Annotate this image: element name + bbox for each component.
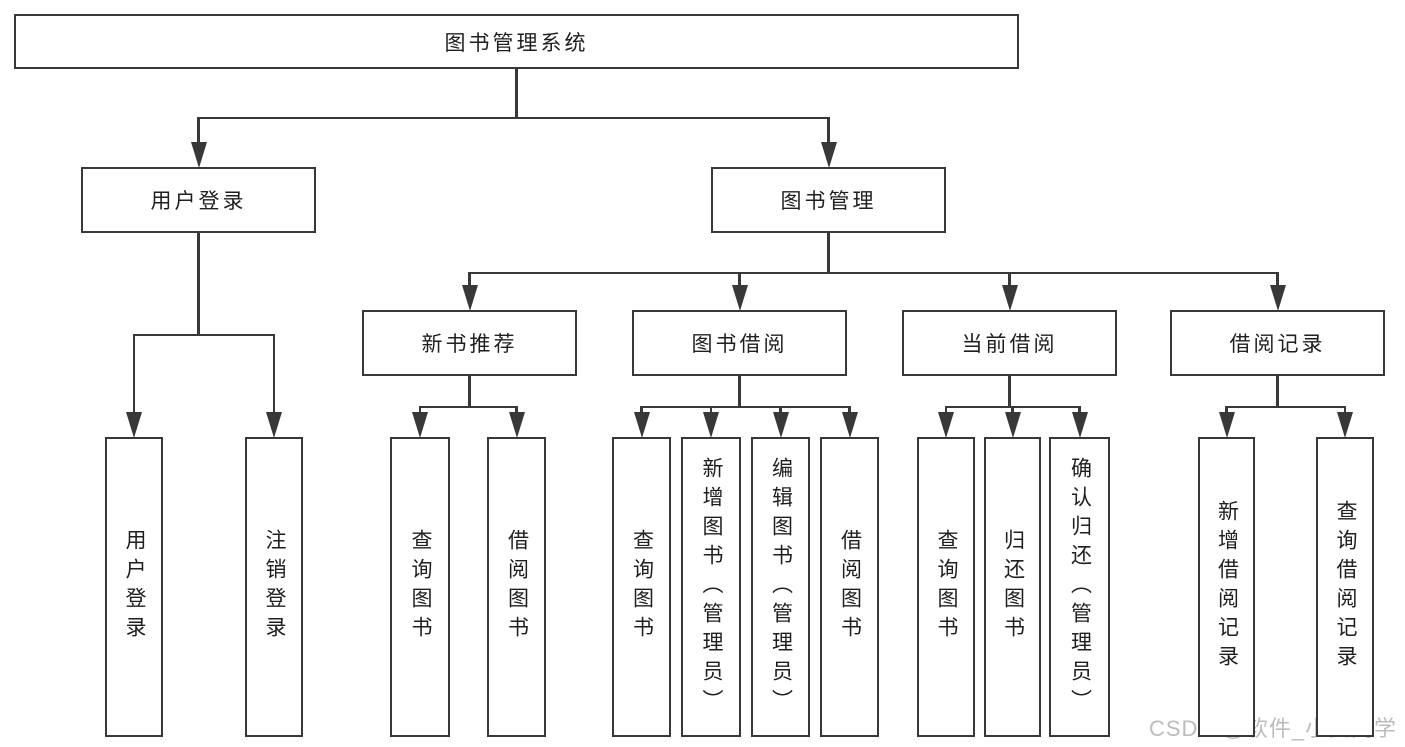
arrow-down-icon (731, 285, 748, 311)
connector-drop (709, 407, 713, 413)
node-label: 用户登录 (150, 190, 247, 213)
node-book-borrow: 图书借阅 (632, 310, 847, 376)
node-leaf-query-books-1: 查询图书 (390, 437, 450, 737)
connector-stem (1276, 376, 1279, 407)
node-label: 当前借阅 (961, 333, 1058, 356)
node-leaf-query-books-2: 查询图书 (612, 437, 671, 737)
connector-drop (640, 407, 643, 413)
arrow-down-icon (841, 412, 858, 438)
connector-rail (468, 271, 1279, 275)
node-label: 用户登录 (123, 529, 146, 645)
connector-drop (272, 335, 276, 413)
connector-drop (1011, 407, 1014, 413)
node-leaf-borrow-books-1: 借阅图书 (487, 437, 546, 737)
connector-rail (197, 116, 830, 120)
node-label: 图书管理 (780, 190, 877, 213)
connector-drop (515, 407, 518, 413)
connector-stem (197, 233, 200, 335)
node-leaf-return-book: 归还图书 (984, 437, 1041, 737)
arrow-down-icon (772, 412, 789, 438)
node-leaf-borrow-books-2: 借阅图书 (820, 437, 879, 737)
arrow-down-icon (1004, 412, 1021, 438)
arrow-down-icon (190, 142, 207, 168)
arrow-down-icon (1269, 285, 1286, 311)
arrow-down-icon (820, 142, 837, 168)
node-label: 确认归还（管理员） (1068, 456, 1092, 718)
connector-stem (738, 376, 741, 407)
node-label: 新增图书（管理员） (700, 456, 723, 718)
connector-drop (1078, 407, 1081, 413)
connector-drop (848, 407, 851, 413)
node-label: 注销登录 (263, 529, 286, 645)
node-label: 编辑图书（管理员） (769, 456, 793, 718)
node-label: 新书推荐 (421, 333, 518, 356)
node-label: 查询借阅记录 (1334, 500, 1357, 674)
arrow-down-icon (461, 285, 478, 311)
connector-stem (515, 69, 518, 118)
node-label: 图书管理系统 (444, 31, 589, 55)
node-leaf-query-books-3: 查询图书 (917, 437, 975, 737)
connector-drop (1225, 407, 1228, 413)
arrow-down-icon (266, 412, 282, 438)
node-leaf-edit-book: 编辑图书（管理员） (751, 437, 810, 737)
arrow-down-icon (508, 412, 525, 438)
node-label: 查询图书 (409, 529, 432, 645)
node-leaf-logout: 注销登录 (245, 437, 303, 737)
connector-drop (779, 407, 782, 413)
node-user-login: 用户登录 (81, 167, 316, 233)
node-leaf-add-book: 新增图书（管理员） (681, 437, 741, 737)
connector-drop (418, 407, 422, 413)
node-label: 归还图书 (1001, 529, 1025, 645)
node-label: 借阅图书 (838, 529, 862, 645)
arrow-down-icon (633, 412, 650, 438)
connector-rail (640, 405, 851, 409)
connector-drop (197, 118, 200, 143)
node-leaf-query-borrow-record: 查询借阅记录 (1316, 437, 1374, 737)
connector-drop (1343, 407, 1347, 413)
connector-stem (827, 233, 830, 273)
node-label: 借阅记录 (1229, 333, 1326, 356)
node-current-borrow: 当前借阅 (902, 310, 1117, 376)
connector-drop (468, 273, 471, 286)
connector-drop (827, 118, 830, 143)
connector-drop (738, 273, 741, 286)
arrow-down-icon (126, 412, 142, 438)
arrow-down-icon (1071, 412, 1088, 438)
node-label: 借阅图书 (505, 529, 529, 645)
arrow-down-icon (1218, 412, 1235, 438)
connector-stem (468, 376, 471, 407)
connector-drop (1008, 273, 1011, 286)
node-label: 查询图书 (630, 529, 654, 645)
connector-drop (132, 335, 136, 413)
node-label: 新增借阅记录 (1215, 500, 1239, 674)
connector-rail (132, 333, 276, 337)
connector-drop (1276, 273, 1279, 286)
node-label: 查询图书 (935, 529, 958, 645)
arrow-down-icon (703, 412, 719, 438)
node-leaf-user-login: 用户登录 (105, 437, 163, 737)
connector-rail (418, 405, 518, 409)
node-root: 图书管理系统 (14, 14, 1019, 69)
connector-stem (1008, 376, 1011, 407)
node-borrow-records: 借阅记录 (1170, 310, 1385, 376)
node-leaf-confirm-return: 确认归还（管理员） (1049, 437, 1110, 737)
node-book-mgmt: 图书管理 (711, 167, 946, 233)
arrow-down-icon (1337, 412, 1353, 438)
node-leaf-add-borrow-record: 新增借阅记录 (1198, 437, 1255, 737)
connector-rail (1225, 405, 1347, 409)
arrow-down-icon (412, 412, 428, 438)
arrow-down-icon (1001, 285, 1018, 311)
arrow-down-icon (938, 412, 954, 438)
node-label: 图书借阅 (691, 333, 788, 356)
node-new-book-recommend: 新书推荐 (362, 310, 577, 376)
connector-drop (944, 407, 948, 413)
